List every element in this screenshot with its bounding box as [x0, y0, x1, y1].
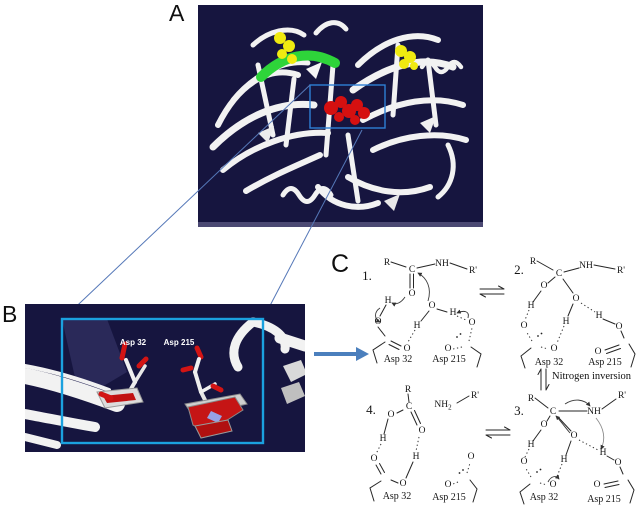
atom-H-water1: H: [450, 308, 457, 318]
asp32-label: Asp 32: [384, 354, 413, 365]
step4-bonds: [369, 393, 478, 503]
atom-O-asp215-dbl: O: [594, 480, 601, 490]
atom-O-asp32-b: O: [550, 480, 557, 490]
atom-NH2-base: NH: [434, 400, 448, 410]
atom-O-asp215-top: O: [468, 452, 475, 462]
atom-R: R: [405, 385, 412, 395]
atom-NH2: NH2: [434, 400, 452, 412]
atom-O-carbonyl: O: [419, 426, 426, 436]
atom-C: C: [409, 265, 415, 275]
atom-R-prime: R': [617, 266, 625, 276]
step4-number: 4.: [366, 402, 376, 417]
atom-O-asp215-dbl: O: [595, 347, 602, 357]
asp32-sticks: [96, 341, 149, 409]
asp32-label-panel-b: Asp 32: [120, 338, 147, 347]
atom-C: C: [406, 402, 412, 412]
asp215-label: Asp 215: [588, 357, 622, 368]
atom-H-mid: H: [561, 455, 568, 465]
panel-b-label: B: [2, 301, 18, 327]
atom-H-left: H: [528, 301, 535, 311]
atom-H-right: H: [600, 448, 607, 458]
atom-R: R: [530, 257, 537, 267]
arrow-right-icon: [314, 347, 369, 361]
yellow-residues-right: [395, 45, 418, 70]
mechanism-step-3: 3. R C NH R' O O H H H O O O O Asp 32 As…: [514, 391, 635, 505]
atom-C: C: [556, 269, 562, 279]
atom-O-asp215-left: O: [445, 344, 452, 354]
nitrogen-inversion-label: Nitrogen inversion: [552, 371, 632, 382]
atom-O-asp215-top: O: [616, 322, 623, 332]
panel-a-structure-image: [198, 5, 483, 227]
yellow-residues-left: [274, 32, 297, 64]
atom-H-right: H: [596, 311, 603, 321]
atom-H-mid: H: [413, 452, 420, 462]
red-catalytic-residues: [324, 96, 370, 125]
panel-b-active-site-image: Asp 32 Asp 215: [25, 304, 305, 452]
atom-NH2-subscript: 2: [448, 404, 452, 412]
asp215-sticks: [180, 345, 248, 439]
lavender-strand-segment: [207, 411, 222, 423]
atom-R: R: [528, 394, 535, 404]
atom-R-prime: R': [469, 266, 477, 276]
atom-O-asp215-left: O: [445, 480, 452, 490]
active-site-highlight-rect: [60, 317, 265, 445]
atom-O-gem1: O: [541, 420, 548, 430]
asp215-label: Asp 215: [432, 354, 466, 365]
atom-H-asp32: H: [385, 296, 392, 306]
step1-bonds: [372, 261, 482, 368]
atom-O-gem2: O: [571, 431, 578, 441]
step3-number: 3.: [514, 403, 524, 418]
atom-O-asp32-b: O: [551, 344, 558, 354]
atom-R-prime: R': [618, 391, 626, 401]
atom-O-asp32-dbl: O: [404, 344, 411, 354]
atom-O-gem1: O: [541, 281, 548, 291]
step2-bonds: [520, 260, 636, 369]
step1-number: 1.: [362, 268, 372, 283]
atom-O-asp32-top: O: [521, 321, 528, 331]
atom-H-left: H: [528, 440, 535, 450]
atom-O-asp32-dbl: O: [371, 454, 378, 464]
mechanism-step-1: 1. R C NH R' O H O H O H O O O Asp 32 As…: [362, 258, 482, 368]
asp32-label: Asp 32: [535, 357, 564, 368]
asp215-label: Asp 215: [587, 494, 621, 505]
asp215-label-panel-b: Asp 215: [164, 338, 195, 347]
atom-O-gem2: O: [573, 294, 580, 304]
panel-a-label: A: [169, 0, 185, 26]
atom-O-asp32-oh: O: [400, 479, 407, 489]
atom-C: C: [550, 407, 556, 417]
atom-R: R: [384, 258, 391, 268]
mechanism-step-2: 2. R C NH R' O O H H H O O O O Asp 32 As…: [514, 257, 636, 369]
atom-O-asp215-top: O: [615, 458, 622, 468]
atom-O-asp215-top: O: [469, 318, 476, 328]
atom-O-asp32-top: O: [375, 317, 382, 327]
panel-a-bottom-edge: [198, 222, 483, 227]
flap-ribbon-green: [256, 50, 340, 82]
atom-NH: NH: [579, 261, 593, 271]
atom-R-prime: R': [471, 391, 479, 401]
mechanism-step-4: 4. R C O O H H O O Asp 32 NH2 R' O O Asp…: [366, 385, 479, 503]
step3-bonds: [519, 397, 635, 505]
equilibrium-arrows-1-2: [479, 285, 505, 298]
asp32-label: Asp 32: [530, 492, 559, 503]
atom-H-left: H: [380, 434, 387, 444]
atom-O-carbonyl: O: [409, 289, 416, 299]
atom-NH: NH: [435, 259, 449, 269]
atom-O-hydroxyl: O: [388, 410, 395, 420]
atom-O-water: O: [429, 301, 436, 311]
asp215-label: Asp 215: [432, 492, 466, 503]
equilibrium-arrows-4-3: [485, 426, 511, 439]
equilibrium-arrows-2-3: [537, 368, 550, 391]
asp32-label: Asp 32: [383, 491, 412, 502]
atom-H-mid: H: [563, 317, 570, 327]
atom-NH: NH: [587, 407, 601, 417]
atom-H-water2: H: [414, 321, 421, 331]
step2-number: 2.: [514, 262, 524, 277]
atom-O-asp32-top: O: [521, 457, 528, 467]
